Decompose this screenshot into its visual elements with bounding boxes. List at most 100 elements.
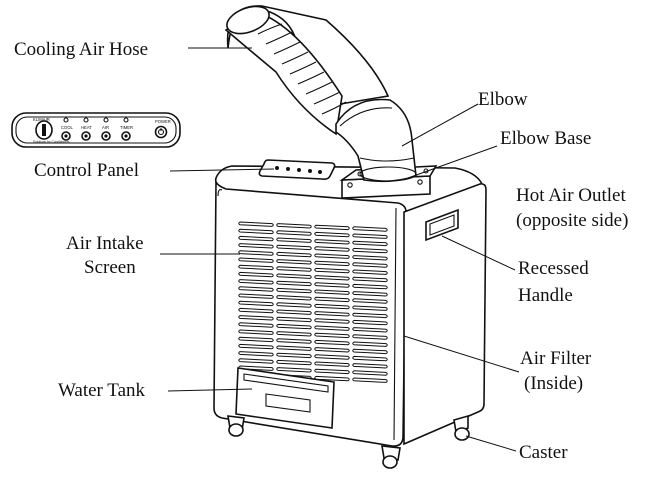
grille-slot <box>314 239 350 245</box>
grille-slot <box>276 295 312 301</box>
grille-slot <box>238 307 274 314</box>
grille-slot <box>314 282 350 288</box>
grille-slot <box>238 336 274 343</box>
grille-slot <box>352 363 388 369</box>
grille-slot <box>238 221 274 227</box>
grille-slot <box>276 331 312 337</box>
grille-slot <box>276 309 312 315</box>
grille-slot <box>314 368 350 375</box>
svg-text:COOL: COOL <box>61 125 74 130</box>
grille-slot <box>238 271 274 278</box>
grille-slot <box>238 235 274 242</box>
unit-control-strip <box>258 159 336 180</box>
grille-slot <box>238 322 274 328</box>
grille-slot <box>276 323 312 330</box>
label-air-intake-1: Air Intake <box>66 233 144 254</box>
grille-slot <box>352 255 388 261</box>
control-panel-inset: KLIMAIR Solutions for Conditioners COOL … <box>11 112 181 148</box>
recessed-handle <box>425 208 459 242</box>
grille-slot <box>352 233 388 239</box>
grille-slot <box>276 287 312 294</box>
grille-slot <box>276 237 312 243</box>
grille-slot <box>276 359 312 366</box>
leader-lines <box>160 47 520 452</box>
grille-slot <box>314 303 350 310</box>
grille-slot <box>276 230 312 236</box>
grille-slot <box>276 266 312 272</box>
label-recessed-handle-1: Recessed <box>518 258 589 279</box>
grille-slot <box>314 296 350 303</box>
grille-slot <box>352 370 388 376</box>
grille-slot <box>238 365 274 371</box>
cooling-air-hose <box>224 5 390 136</box>
grille-slot <box>238 329 274 335</box>
grille-slot <box>314 347 350 353</box>
grille-slot <box>238 358 274 364</box>
grille-slot <box>352 327 388 333</box>
panel-button-power[interactable]: POWER <box>154 119 171 139</box>
label-hot-air-outlet-2: (opposite side) <box>516 210 628 231</box>
grille-slot <box>314 332 350 339</box>
air-intake-screen <box>238 221 388 383</box>
svg-text:TIMER: TIMER <box>120 125 133 130</box>
grille-slot <box>276 345 312 351</box>
grille-slot <box>314 354 350 360</box>
panel-button-timer[interactable]: TIMER <box>120 117 133 141</box>
svg-text:HEAT: HEAT <box>81 125 92 130</box>
label-air-intake-2: Screen <box>84 257 136 278</box>
grille-slot <box>352 305 388 311</box>
label-elbow-base: Elbow Base <box>500 128 591 149</box>
label-cooling-air-hose: Cooling Air Hose <box>14 39 148 60</box>
caster-front-left <box>227 415 245 437</box>
grille-slot <box>314 325 350 331</box>
grille-slot <box>276 259 312 265</box>
elbow <box>335 98 417 183</box>
grille-slot <box>276 223 312 229</box>
grille-slot <box>352 226 388 232</box>
grille-slot <box>238 279 274 285</box>
grille-slot <box>314 260 350 267</box>
svg-text:AIR: AIR <box>102 125 109 130</box>
label-recessed-handle-2: Handle <box>518 285 573 306</box>
grille-slot <box>238 351 274 357</box>
grille-slot <box>238 257 274 263</box>
grille-slot <box>276 338 312 344</box>
grille-slot <box>238 315 274 321</box>
grille-slot <box>276 280 312 287</box>
grille-slot <box>352 341 388 347</box>
grille-slot <box>352 247 388 254</box>
grille-slot <box>238 243 274 249</box>
label-elbow: Elbow <box>478 89 528 110</box>
callout-labels: Cooling Air Hose Elbow Elbow Base Contro… <box>14 39 628 463</box>
grille-slot <box>314 339 350 346</box>
label-hot-air-outlet-1: Hot Air Outlet <box>516 185 626 206</box>
panel-button-cool[interactable]: COOL <box>61 117 74 141</box>
grille-slot <box>238 228 274 235</box>
panel-button-heat[interactable]: HEAT <box>81 117 92 141</box>
grille-slot <box>352 283 388 290</box>
grille-slot <box>276 273 312 279</box>
grille-slot <box>314 318 350 324</box>
grille-slot <box>352 319 388 326</box>
grille-slot <box>276 316 312 323</box>
label-water-tank: Water Tank <box>58 380 146 401</box>
label-air-filter-1: Air Filter <box>520 348 592 369</box>
grille-slot <box>276 352 312 359</box>
caster-rear-right <box>453 414 470 441</box>
grille-slot <box>238 300 274 307</box>
grille-slot <box>352 298 388 304</box>
panel-tagline: Solutions for Conditioners <box>33 140 70 144</box>
grille-slot <box>314 289 350 295</box>
grille-slot <box>352 276 388 283</box>
grille-slot <box>314 231 350 238</box>
panel-brand: KLIMAIR <box>33 117 50 122</box>
label-air-filter-2: (Inside) <box>524 373 583 394</box>
grille-slot <box>352 291 388 297</box>
grille-slot <box>352 355 388 362</box>
grille-slot <box>276 244 312 251</box>
panel-button-air[interactable]: AIR <box>101 117 111 141</box>
grille-slot <box>352 312 388 319</box>
grille-slot <box>238 250 274 256</box>
grille-slot <box>352 269 388 275</box>
